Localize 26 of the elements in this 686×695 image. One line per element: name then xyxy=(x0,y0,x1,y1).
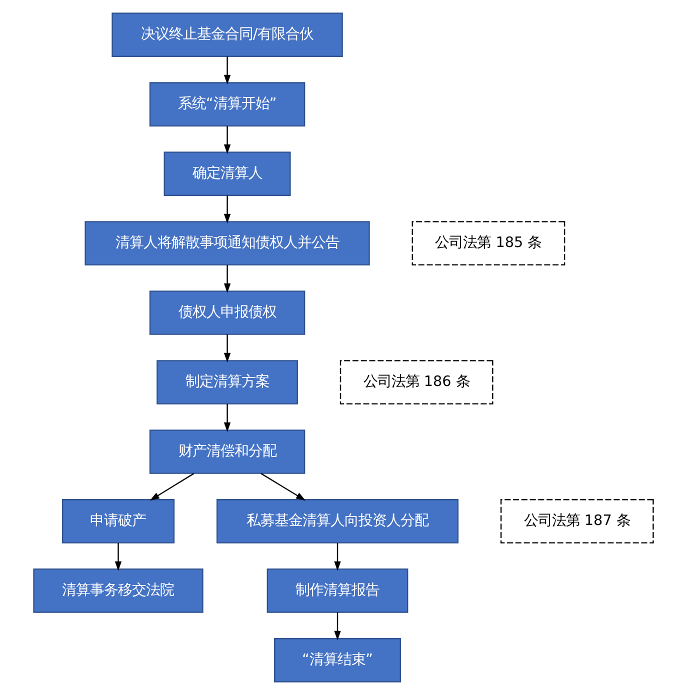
node-box: 清算事务移交法院 xyxy=(32,568,203,613)
node-box: 清算人将解散事项通知债权人并公告 xyxy=(84,221,370,266)
node-box: 公司法第 187 条 xyxy=(500,499,654,544)
arrow xyxy=(149,472,194,501)
node-box: 系统“清算开始” xyxy=(148,82,305,126)
arrow xyxy=(223,404,230,432)
arrow xyxy=(334,542,340,571)
node-box: 债权人申报债权 xyxy=(148,290,305,335)
node-box: 公司法第 186 条 xyxy=(339,360,493,404)
node-box: “清算结束” xyxy=(274,638,401,682)
node-box: 财产清偿和分配 xyxy=(148,430,305,474)
node-box: 私募基金清算人向投资人分配 xyxy=(216,499,458,544)
arrow xyxy=(223,56,230,85)
arrow xyxy=(223,195,230,224)
arrow xyxy=(223,264,230,293)
node-box: 制定清算方案 xyxy=(156,360,298,404)
node-box: 申请破产 xyxy=(61,499,174,544)
node-box: 制作清算报告 xyxy=(266,568,408,613)
arrow xyxy=(334,612,340,640)
arrow xyxy=(223,126,230,154)
arrow xyxy=(114,542,122,571)
node-box: 确定清算人 xyxy=(163,152,290,196)
node-box: 决议终止基金合同/有限合伙 xyxy=(111,12,342,57)
arrow xyxy=(223,334,230,362)
node-box: 公司法第 185 条 xyxy=(411,221,565,266)
arrow xyxy=(260,472,306,501)
